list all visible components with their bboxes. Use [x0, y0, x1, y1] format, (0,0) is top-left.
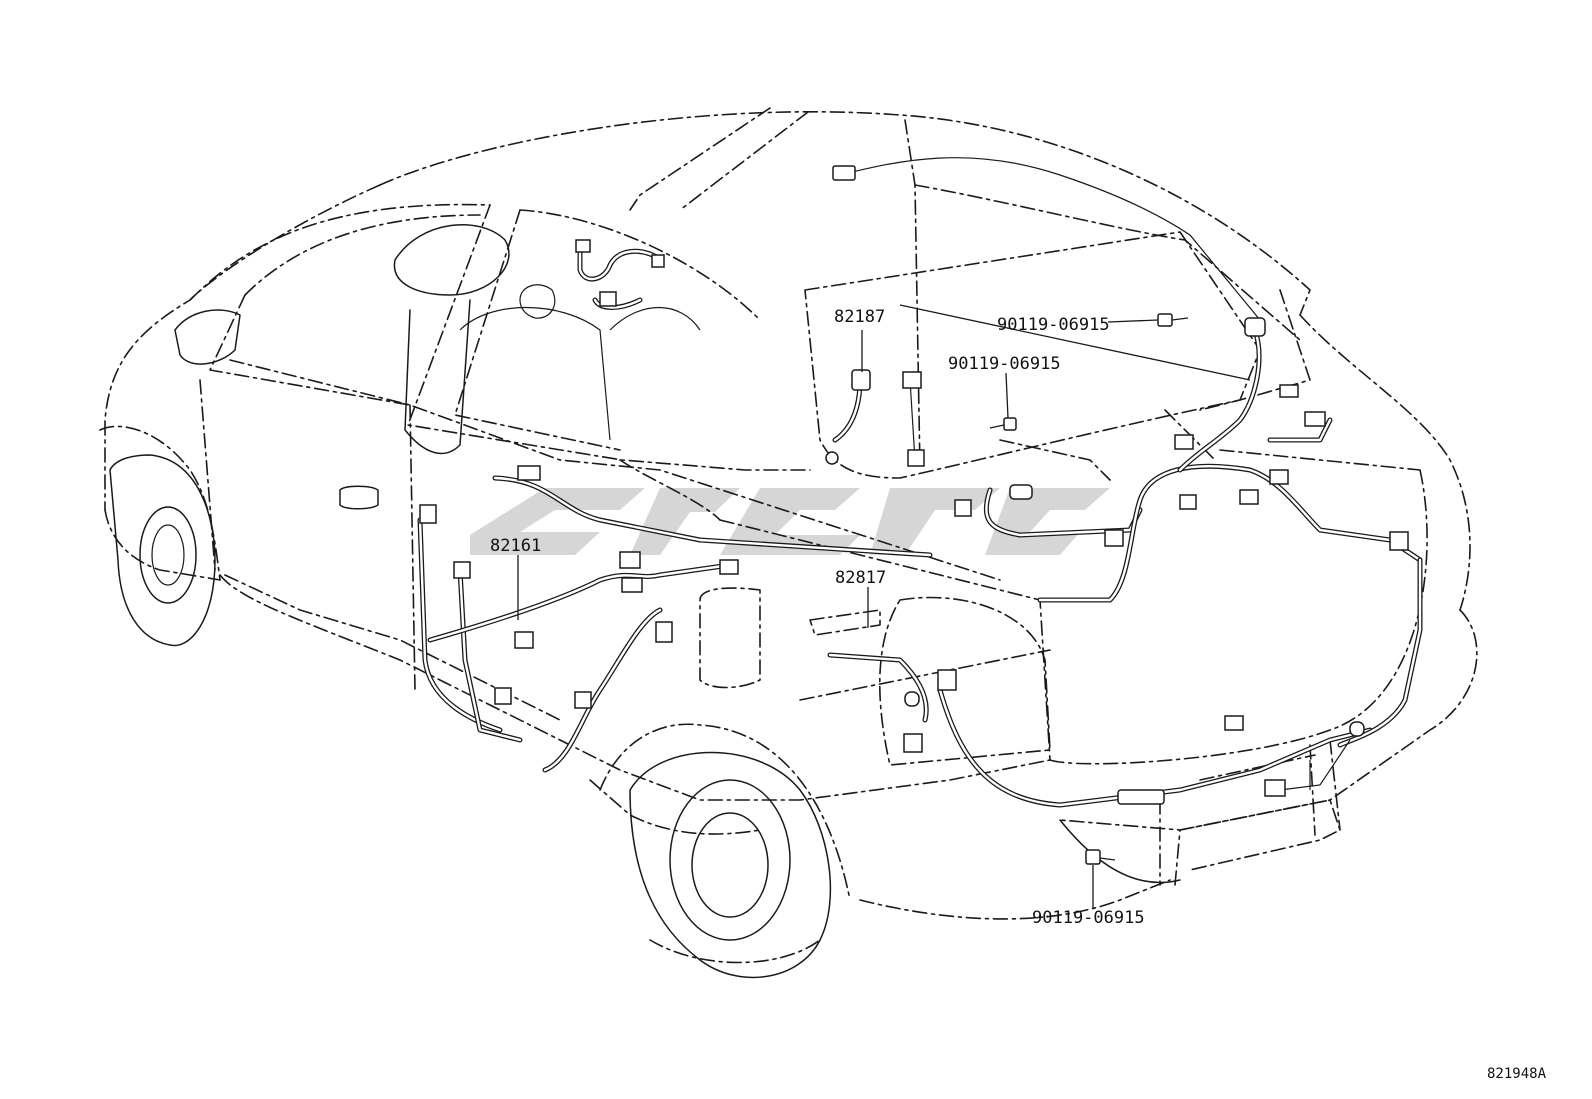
- connector: [619, 551, 641, 569]
- bolt-icon: [989, 417, 1017, 431]
- connector: [1179, 494, 1197, 510]
- connector: [574, 691, 592, 709]
- leader-lines: [517, 304, 1251, 908]
- connector: [902, 371, 922, 389]
- connector: [1264, 779, 1286, 797]
- grommet: [904, 691, 920, 707]
- connector: [832, 165, 856, 181]
- connector-group: [419, 165, 1409, 805]
- connector: [453, 561, 471, 579]
- wire-harness-main: [417, 157, 1423, 808]
- connector: [494, 687, 512, 705]
- car-body: [99, 107, 1478, 979]
- connector: [621, 577, 643, 593]
- connector: [419, 504, 437, 524]
- connector: [1009, 484, 1033, 500]
- connector: [517, 465, 541, 481]
- part-number-82187: 82187: [834, 307, 885, 327]
- connector: [575, 239, 591, 253]
- connector: [851, 369, 871, 391]
- bolt-icon: [1157, 313, 1189, 327]
- ground-terminal: [825, 451, 839, 465]
- bolt-icon: [1085, 849, 1116, 865]
- part-number-90119-06915-middle: 90119-06915: [948, 354, 1061, 374]
- watermark-logo: [470, 488, 1110, 555]
- bracket: [1117, 789, 1165, 805]
- connector: [903, 733, 923, 753]
- connector: [599, 291, 617, 307]
- connector: [651, 254, 665, 268]
- connector: [907, 449, 925, 467]
- connector: [655, 621, 673, 643]
- connector: [1279, 384, 1299, 398]
- connector: [1269, 469, 1289, 485]
- connector: [1224, 715, 1244, 731]
- figure-code: 821948A: [1487, 1066, 1547, 1082]
- connector: [1244, 317, 1266, 337]
- connector: [954, 499, 972, 517]
- grommet: [1349, 721, 1365, 737]
- part-number-90119-06915-upper: 90119-06915: [997, 315, 1110, 335]
- connector: [719, 559, 739, 575]
- connector: [1174, 434, 1194, 450]
- connector: [1104, 529, 1124, 547]
- connector: [1239, 489, 1259, 505]
- connector: [514, 631, 534, 649]
- part-number-82817: 82817: [835, 568, 886, 588]
- part-number-82161: 82161: [490, 536, 541, 556]
- connector: [937, 669, 957, 691]
- part-number-90119-06915-lower: 90119-06915: [1032, 908, 1145, 928]
- connector: [1389, 531, 1409, 551]
- connector: [1304, 411, 1326, 427]
